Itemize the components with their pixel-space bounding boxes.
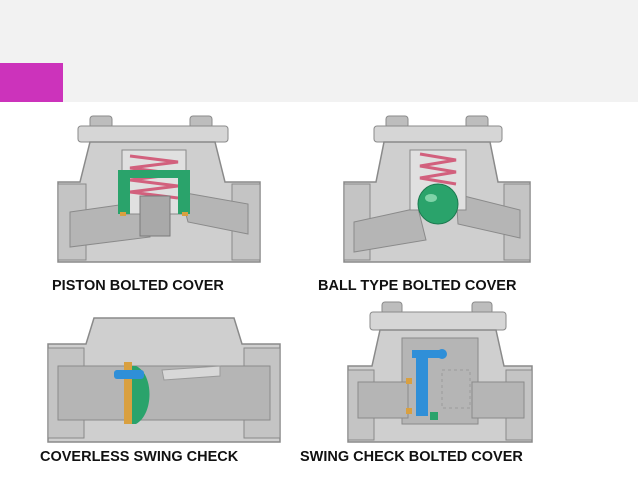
accent-tab — [0, 63, 63, 102]
caption-ball-type-bolted-cover: BALL TYPE BOLTED COVER — [318, 278, 517, 294]
header-band — [0, 0, 638, 102]
piston-bolted-cover-diagram — [57, 115, 261, 263]
caption-piston-bolted-cover: PISTON BOLTED COVER — [52, 278, 224, 294]
caption-swing-check-bolted-cover: SWING CHECK BOLTED COVER — [300, 449, 523, 465]
coverless-swing-check-diagram — [47, 317, 281, 443]
swing-check-bolted-cover-diagram — [347, 301, 533, 443]
ball-type-bolted-cover-diagram — [343, 115, 531, 263]
caption-coverless-swing-check: COVERLESS SWING CHECK — [40, 449, 239, 465]
